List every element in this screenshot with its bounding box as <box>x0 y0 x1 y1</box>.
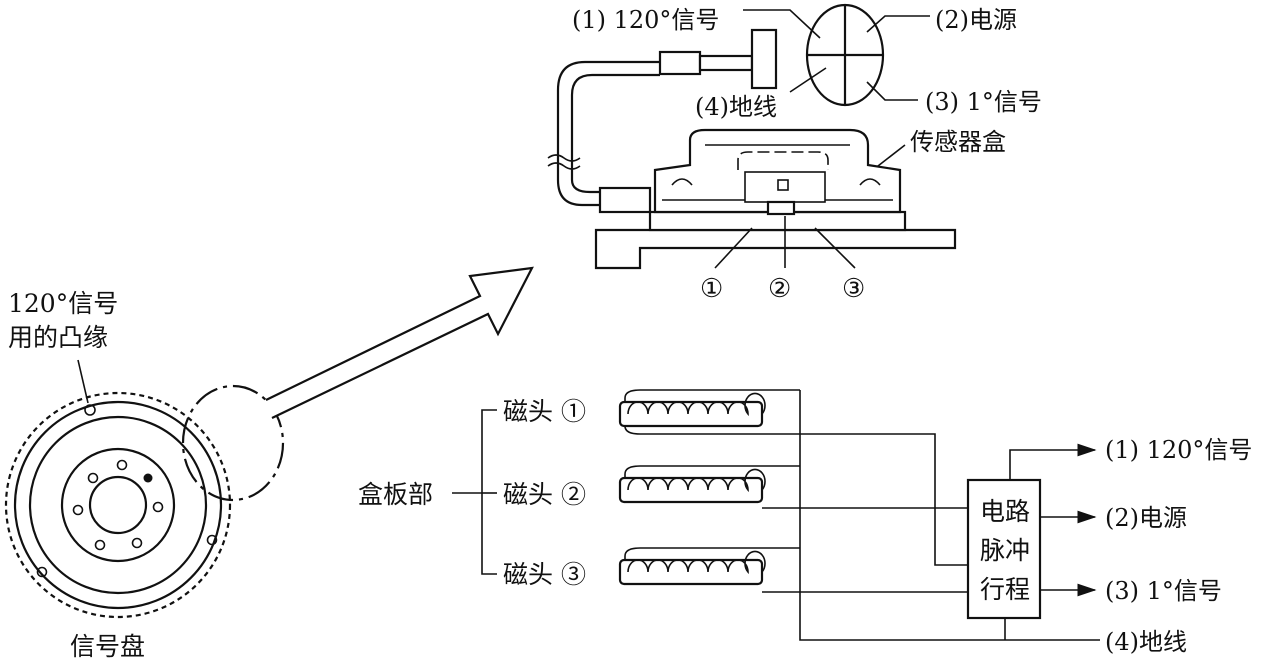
head-2-label: 磁头 ② <box>503 480 586 509</box>
cable-gland <box>598 186 652 214</box>
connector-plug <box>750 28 778 90</box>
disc-outer-ring <box>13 400 223 610</box>
magnify-ellipse <box>181 384 285 502</box>
head-1-label: 磁头 ① <box>503 397 586 426</box>
leader-power <box>866 15 930 33</box>
label-signal-120: (1) 120°信号 <box>572 6 719 34</box>
rim-hole <box>36 566 48 578</box>
leader-signal-120 <box>743 9 821 39</box>
label-sensor-box: 传感器盒 <box>910 128 1006 156</box>
bolt-hole <box>94 539 106 551</box>
rim-hole <box>206 534 218 546</box>
leader-signal-1 <box>866 81 918 101</box>
bolt-hole-filled <box>143 473 153 483</box>
sensor-cable <box>556 60 660 207</box>
mark-3: ③ <box>842 274 865 304</box>
base-plate <box>594 228 957 270</box>
magnify-arrow <box>265 266 534 419</box>
output-label-4: (4)地线 <box>1105 628 1187 656</box>
bolt-hole <box>131 537 143 549</box>
sensor-housing <box>653 128 902 214</box>
ground-bus <box>799 390 1100 641</box>
board-label: 盒板部 <box>358 480 433 509</box>
box-line-3: 行程 <box>980 575 1030 604</box>
signal-disc <box>4 359 232 619</box>
bolt-hole <box>116 459 128 471</box>
output-label-3: (3) 1°信号 <box>1105 577 1222 605</box>
connector-sleeve <box>658 50 702 76</box>
label-power: (2)电源 <box>935 6 1017 34</box>
label-ground: (4)地线 <box>695 93 777 121</box>
mark-1: ① <box>700 274 723 304</box>
disc-toothed-rim <box>4 391 232 619</box>
mark-2: ② <box>768 274 791 304</box>
box-line-1: 电路 <box>980 497 1030 526</box>
circuit-box <box>966 478 1042 620</box>
disc-name-label: 信号盘 <box>70 632 145 661</box>
sensor-assembly <box>547 3 957 270</box>
head-3-label: 磁头 ③ <box>503 560 586 589</box>
flange-label-line1: 120°信号 <box>8 289 118 318</box>
bolt-hole <box>72 504 84 516</box>
box-line-2: 脉冲 <box>980 536 1030 565</box>
flange-label-line2: 用的凸缘 <box>8 323 108 352</box>
coil-1 <box>618 389 968 566</box>
flange-120 <box>84 404 96 416</box>
magnetic-head-2 <box>766 200 796 216</box>
flange-leader <box>77 359 89 404</box>
coil-2 <box>618 465 968 509</box>
output-arrow-1 <box>1009 443 1097 480</box>
board-bracket <box>481 409 497 575</box>
output-label-2: (2)电源 <box>1105 504 1187 532</box>
circuit-diagram <box>452 389 1100 641</box>
bolt-hole <box>87 472 99 484</box>
output-label-1: (1) 120°信号 <box>1105 436 1252 464</box>
label-signal-1: (3) 1°信号 <box>925 88 1042 116</box>
coil-3 <box>618 547 968 593</box>
disc-hub-ring <box>60 447 176 563</box>
disc-center-hole <box>88 475 148 535</box>
leader-ground <box>789 67 827 93</box>
bolt-hole <box>152 501 164 513</box>
disc-inner-ring <box>28 415 208 595</box>
